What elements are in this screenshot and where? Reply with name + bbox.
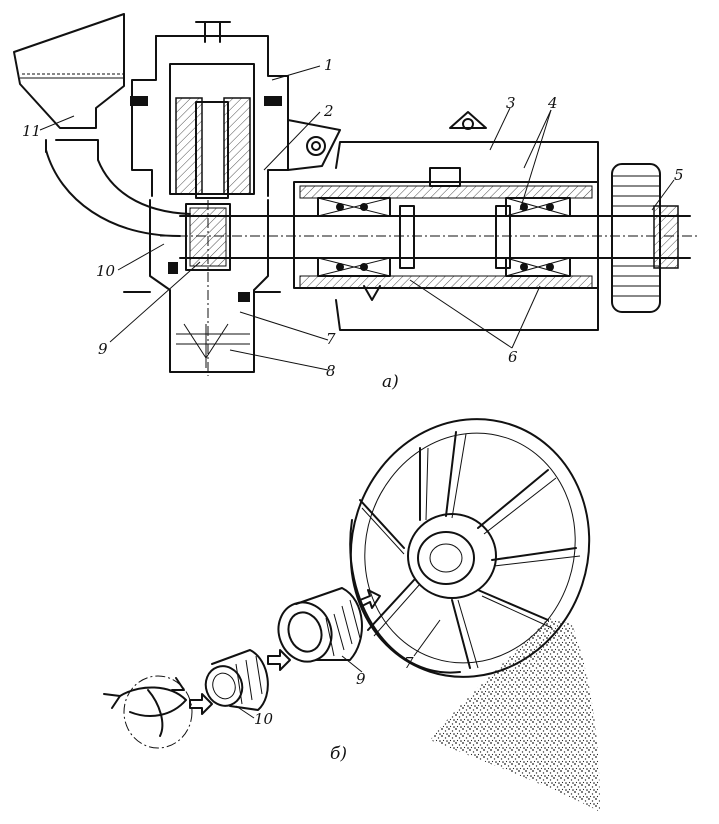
hopper xyxy=(13,13,191,237)
callout-5: 5 xyxy=(674,166,684,184)
assembly-arrows xyxy=(189,589,381,715)
rotation-symbol xyxy=(103,675,193,749)
main-shaft xyxy=(160,215,700,259)
lower-chamber xyxy=(123,199,281,376)
sleeve-part xyxy=(277,587,363,663)
callout-1: 1 xyxy=(324,56,334,74)
leader-lines xyxy=(39,65,675,371)
leader-7 xyxy=(413,619,441,657)
bearing-housing xyxy=(293,111,599,331)
callout-9: 9 xyxy=(98,340,108,358)
exploded-view-b xyxy=(103,418,600,812)
callout-10: 10 xyxy=(96,262,116,280)
callout-8: 8 xyxy=(326,362,336,380)
leader-10 xyxy=(235,705,255,719)
callout-b-9: 9 xyxy=(356,670,366,688)
callout-11: 11 xyxy=(22,122,42,140)
left-bearing-pack xyxy=(317,197,391,277)
pulley xyxy=(611,163,679,313)
impeller-wheel xyxy=(349,418,591,678)
callout-3: 3 xyxy=(506,94,516,112)
callout-6: 6 xyxy=(508,348,518,366)
insert-part xyxy=(204,649,269,711)
spray-cone xyxy=(430,618,600,812)
caption-a: a) xyxy=(382,372,399,392)
callout-2: 2 xyxy=(324,102,334,120)
upper-housing xyxy=(130,21,341,199)
callout-7: 7 xyxy=(326,330,336,348)
callout-b-7: 7 xyxy=(404,654,414,672)
caption-b: б) xyxy=(330,744,348,764)
right-bearing-pack xyxy=(505,197,571,277)
leader-9 xyxy=(341,655,363,673)
callout-b-10: 10 xyxy=(254,710,274,728)
sectional-view-a xyxy=(13,13,700,376)
callout-4: 4 xyxy=(548,94,558,112)
